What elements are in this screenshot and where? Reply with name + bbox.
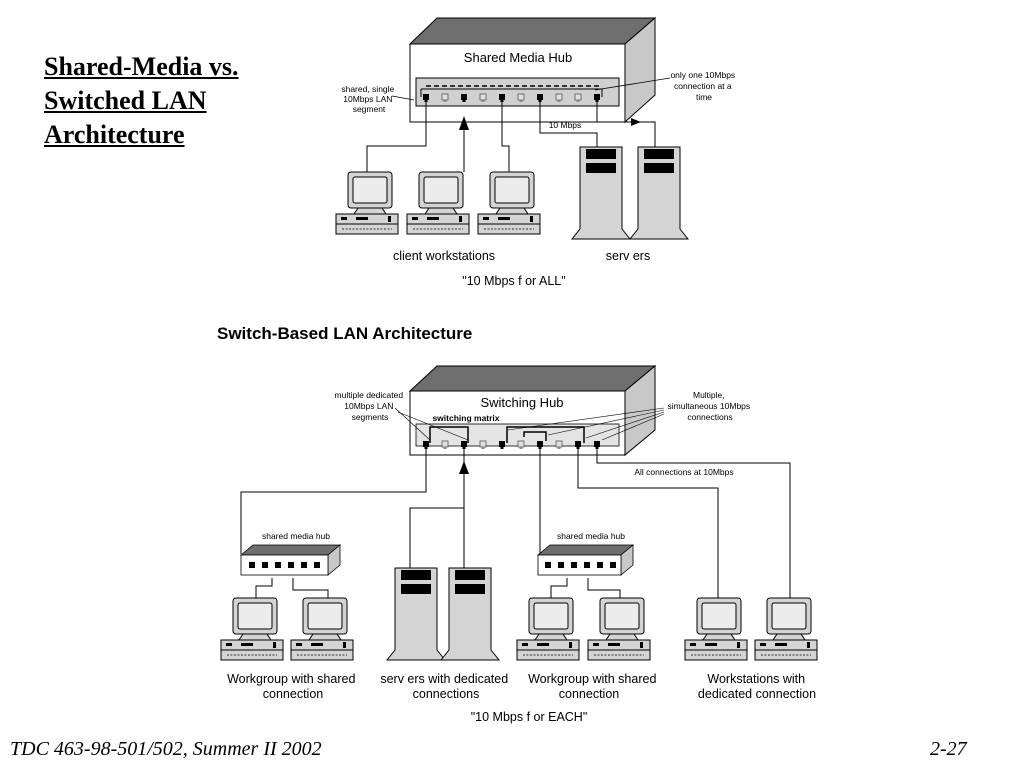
group-label-line: serv ers with dedicated (380, 672, 508, 686)
small-hub-label-1: shared media hub (262, 531, 330, 541)
top-note-left-line: segment (353, 104, 386, 114)
speed-label: 10 Mbps (549, 120, 582, 130)
group-label-workgroup-1: Workgroup with shared connection (227, 672, 359, 701)
group-label-workstations: Workstations with dedicated connection (698, 672, 816, 701)
all-connections-label: All connections at 10Mbps (634, 467, 733, 477)
small-hub-label-2: shared media hub (557, 531, 625, 541)
group-label-line: connection (559, 687, 620, 701)
server-icon (386, 567, 446, 661)
section-title-switch-based: Switch-Based LAN Architecture (217, 324, 473, 343)
workstation-icon (516, 597, 580, 661)
footer-page-number: 2-27 (930, 738, 967, 760)
server-icon (629, 146, 689, 240)
switching-hub (408, 364, 657, 457)
top-note-left-line: 10Mbps LAN (343, 94, 392, 104)
footer-course-info: TDC 463-98-501/502, Summer II 2002 (10, 738, 322, 760)
workstation-icon (220, 597, 284, 661)
switching-hub-label: Switching Hub (480, 395, 563, 410)
switching-matrix-label: switching matrix (432, 413, 499, 423)
group-label-line: connection (263, 687, 324, 701)
workstation-icon (684, 597, 748, 661)
group-label-line: dedicated connection (698, 687, 816, 701)
bottom-note-left-line: multiple dedicated (335, 390, 404, 400)
top-note-right-line: connection at a (674, 81, 732, 91)
top-note-right-line: time (696, 92, 712, 102)
group-label-line: Workgroup with shared (528, 672, 656, 686)
slide-title-line-3: Architecture (44, 120, 185, 149)
client-workstations-label: client workstations (393, 249, 495, 263)
top-cables (366, 100, 656, 172)
bottom-note-right-line: connections (687, 412, 732, 422)
small-hub-1 (239, 544, 342, 576)
server-icon (571, 146, 631, 240)
group-label-line: Workgroup with shared (227, 672, 355, 686)
top-note-right-line: only one 10Mbps (670, 70, 735, 80)
workstation-icon (587, 597, 651, 661)
group-label-workgroup-2: Workgroup with shared connection (528, 672, 660, 701)
note-pointer-lines (394, 407, 665, 441)
workstation-icon (335, 171, 399, 235)
bottom-note-left-line: segments (352, 412, 389, 422)
workstation-icon (290, 597, 354, 661)
group-label-line: Workstations with (707, 672, 805, 686)
top-caption: "10 Mbps f or ALL" (462, 274, 565, 288)
shared-media-hub (408, 16, 657, 124)
group-label-servers: serv ers with dedicated connections (380, 672, 511, 701)
bottom-note-right-line: Multiple, (693, 390, 725, 400)
server-icon (440, 567, 500, 661)
bottom-cables (240, 447, 791, 598)
top-note-right: only one 10Mbps connection at a time (670, 70, 737, 102)
group-label-line: connections (413, 687, 480, 701)
slide-title-line-2: Switched LAN (44, 86, 207, 115)
slide-title: Shared-Media vs. Switched LAN Architectu… (44, 50, 239, 152)
workstation-icon (754, 597, 818, 661)
bottom-note-left: multiple dedicated 10Mbps LAN segments (335, 390, 406, 422)
bottom-note-right-line: simultaneous 10Mbps (667, 401, 750, 411)
bottom-caption: "10 Mbps f or EACH" (471, 710, 588, 724)
bottom-note-left-line: 10Mbps LAN (344, 401, 393, 411)
shared-hub-label: Shared Media Hub (464, 50, 572, 65)
top-note-left-line: shared, single (341, 84, 394, 94)
small-hub-2 (536, 544, 635, 576)
slide-title-line-1: Shared-Media vs. (44, 52, 239, 81)
servers-label: serv ers (606, 249, 650, 263)
workstation-icon (477, 171, 541, 235)
bottom-note-right: Multiple, simultaneous 10Mbps connection… (667, 390, 752, 422)
workstation-icon (406, 171, 470, 235)
top-note-left: shared, single 10Mbps LAN segment (341, 84, 396, 114)
